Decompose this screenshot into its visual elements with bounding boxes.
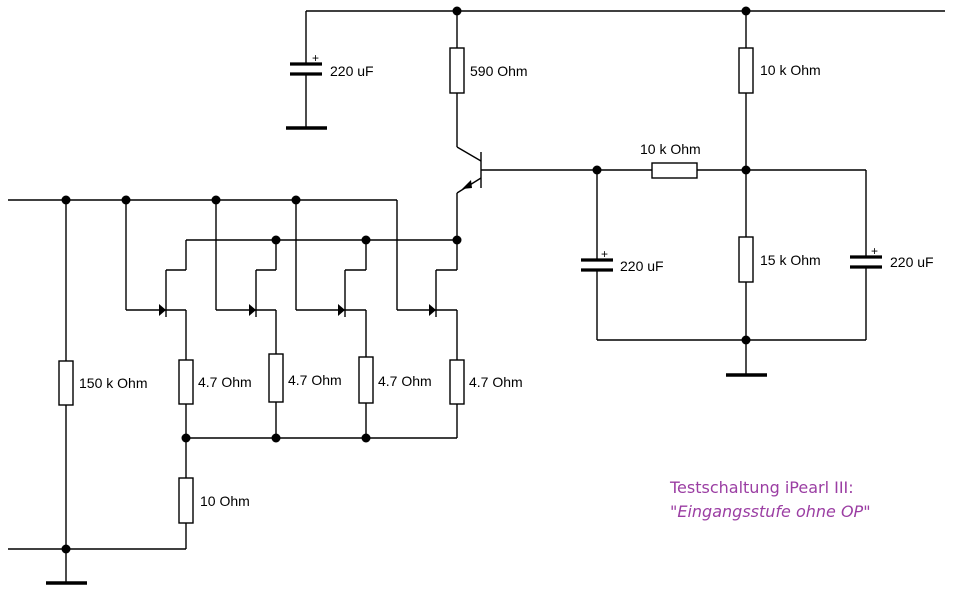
- resistor-emitter-3-label: 4.7 Ohm: [378, 373, 432, 389]
- input-transistor-3: [295, 200, 367, 357]
- input-transistor-2: [215, 200, 277, 354]
- resistor-bias-label: 150 k Ohm: [79, 375, 147, 391]
- capacitor-supply-plus: +: [312, 51, 319, 65]
- resistor-bias: 150 k Ohm: [58, 360, 147, 406]
- resistor-emitter-1: 4.7 Ohm: [178, 359, 252, 405]
- resistor-bottom: 15 k Ohm: [738, 236, 821, 283]
- capacitor-right-label: 220 uF: [890, 254, 934, 270]
- resistor-collector: 590 Ohm: [449, 47, 528, 94]
- capacitor-right: + 220 uF: [850, 244, 934, 270]
- capacitor-mid: + 220 uF: [581, 247, 664, 274]
- capacitor-mid-plus: +: [601, 247, 608, 261]
- resistor-emitter-2: 4.7 Ohm: [268, 353, 342, 403]
- input-transistor-4: [396, 200, 458, 360]
- emitter-bus: [185, 402, 458, 549]
- output-transistor: [456, 146, 597, 194]
- resistor-emitter-4-label: 4.7 Ohm: [469, 374, 523, 390]
- resistor-bottom-label: 15 k Ohm: [760, 252, 821, 268]
- resistor-emitter-2-label: 4.7 Ohm: [288, 372, 342, 388]
- capacitor-supply-label: 220 uF: [330, 63, 374, 79]
- collector-bus: [185, 239, 458, 270]
- resistor-emitter-3: 4.7 Ohm: [358, 356, 432, 404]
- transistor-emitter-arrow: [462, 180, 472, 189]
- caption-title: Testschaltung iPearl III:: [669, 478, 854, 497]
- resistor-series: 10 k Ohm: [640, 141, 701, 179]
- resistor-series-label: 10 k Ohm: [640, 141, 701, 157]
- resistor-emitter-1-label: 4.7 Ohm: [198, 374, 252, 390]
- resistor-top: 10 k Ohm: [738, 47, 821, 94]
- resistor-common-label: 10 Ohm: [200, 493, 250, 509]
- capacitor-mid-label: 220 uF: [620, 258, 664, 274]
- caption-subtitle: "Eingangsstufe ohne OP": [670, 502, 871, 521]
- resistor-common: 10 Ohm: [178, 477, 250, 524]
- junction-dots: [61, 6, 751, 554]
- resistor-collector-label: 590 Ohm: [470, 63, 528, 79]
- supply-rail: [305, 10, 945, 127]
- capacitor-right-plus: +: [871, 244, 878, 258]
- resistor-top-label: 10 k Ohm: [760, 62, 821, 78]
- capacitor-supply: + 220 uF: [290, 51, 374, 79]
- resistor-emitter-4: 4.7 Ohm: [449, 359, 523, 405]
- output-network: [596, 93, 867, 375]
- input-transistor-1: [125, 200, 187, 360]
